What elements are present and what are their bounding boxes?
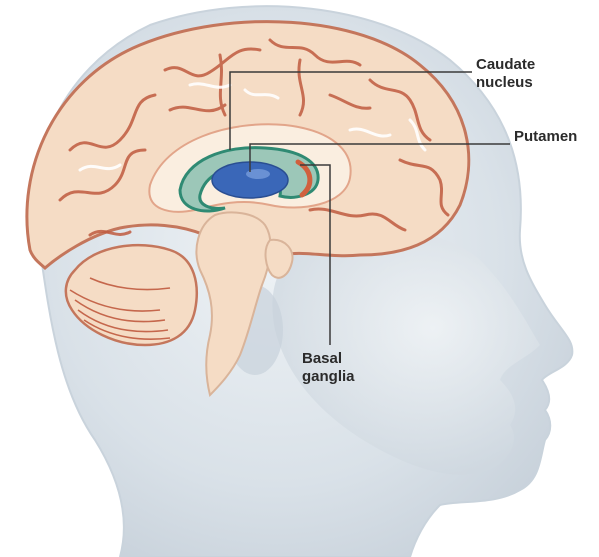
basal-ganglia-label: Basal ganglia bbox=[302, 350, 355, 386]
caudate-label-line1: Caudate bbox=[476, 56, 535, 74]
pituitary bbox=[266, 240, 293, 278]
basal-label-line1: Basal bbox=[302, 350, 355, 368]
putamen-label: Putamen bbox=[514, 128, 577, 146]
caudate-nucleus-label: Caudate nucleus bbox=[476, 56, 535, 92]
caudate-label-line2: nucleus bbox=[476, 74, 535, 92]
basal-label-line2: ganglia bbox=[302, 368, 355, 386]
